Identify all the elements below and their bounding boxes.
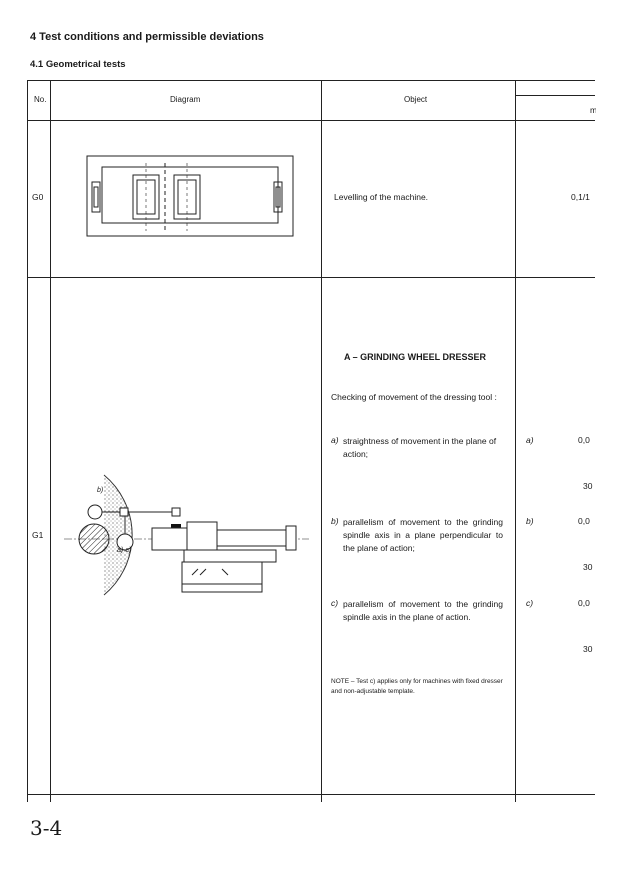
item-b-col-label: b) [526, 516, 534, 526]
item-c-length: 30 [583, 644, 593, 654]
item-a-col-label: a) [526, 435, 534, 445]
item-c-tolerance: 0,0 [578, 598, 590, 608]
row-g1-intro: Checking of movement of the dressing too… [331, 392, 497, 402]
header-tolerance-unit: m [590, 105, 596, 115]
subsection-title: 4.1 Geometrical tests [30, 59, 126, 70]
item-a-label: a) [331, 435, 339, 445]
row-g0-no: G0 [32, 192, 44, 202]
item-c-text: parallelism of movement to the grinding … [343, 599, 503, 622]
item-b-label: b) [331, 516, 339, 526]
row-g1-no: G1 [32, 530, 44, 540]
row-g1-note: NOTE – Test c) applies only for machines… [331, 678, 503, 695]
item-a-tolerance: 0,0 [578, 435, 590, 445]
item-b-length: 30 [583, 562, 593, 572]
diagram-label-ac: a)-c) [117, 547, 132, 554]
handwritten-page-number: 3-4 [30, 816, 63, 840]
header-no: No. [34, 95, 47, 104]
header-object: Object [404, 95, 428, 104]
item-c-label: c) [331, 598, 339, 608]
section-title: 4 Test conditions and permissible deviat… [30, 31, 264, 43]
item-b-text: parallelism of movement to the grinding … [343, 517, 503, 553]
grinding-wheel-dresser-diagram [64, 474, 309, 596]
diagram-label-b: b) [97, 487, 104, 494]
item-b-tolerance: 0,0 [578, 516, 590, 526]
item-a-text: straightness of movement in the plane of… [343, 436, 497, 459]
row-g0-object: Levelling of the machine. [334, 192, 429, 202]
row-g1-heading: A – GRINDING WHEEL DRESSER [344, 352, 487, 362]
row-g0-tolerance: 0,1/1 [571, 192, 590, 202]
levelling-diagram [86, 155, 294, 237]
item-c-col-label: c) [526, 598, 534, 608]
header-diagram: Diagram [170, 95, 201, 104]
item-a-length: 30 [583, 481, 593, 491]
